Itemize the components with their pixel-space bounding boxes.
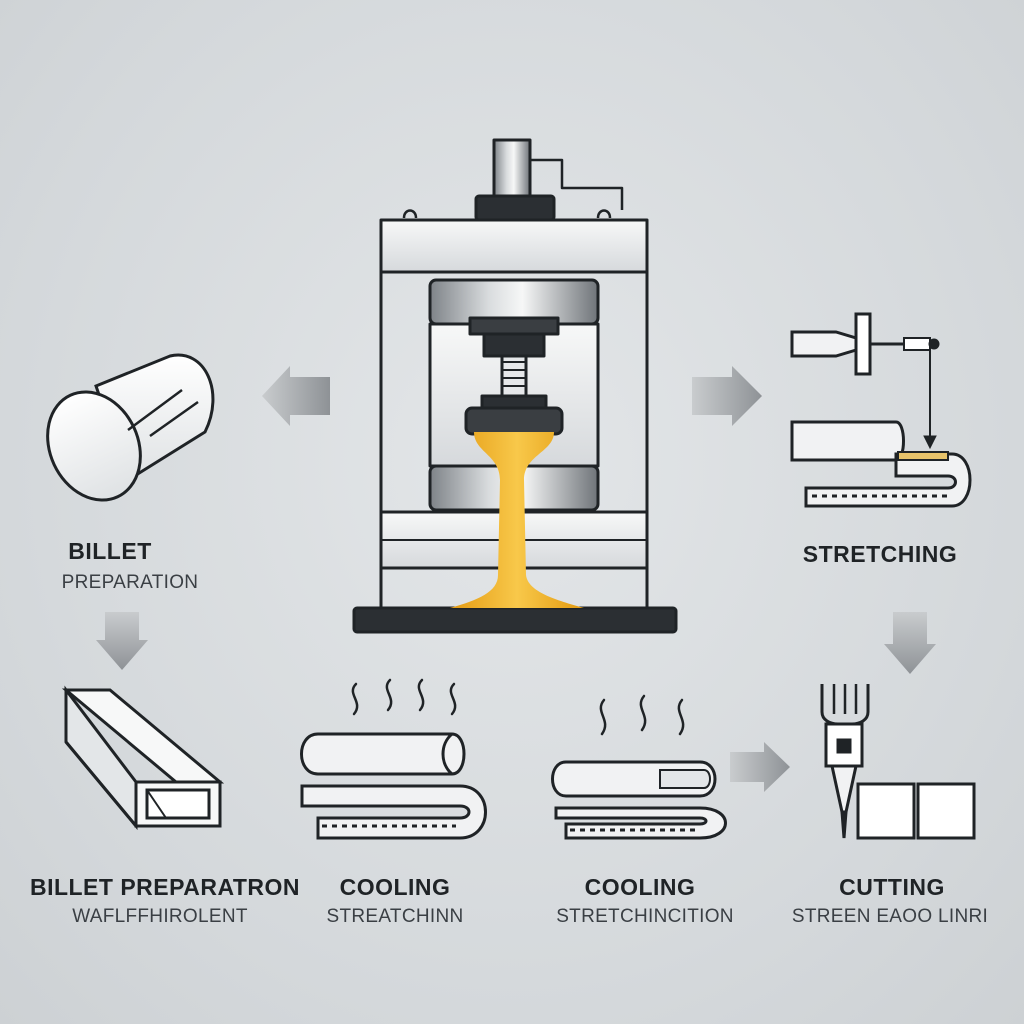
arrow-down-from-billet <box>96 612 148 670</box>
billet-preparation-title: BILLET PREPARATRON <box>29 874 301 900</box>
arrow-down-from-stretching <box>884 612 936 674</box>
billet-preparation-subtitle: WAFLFFHIROLENT <box>72 906 248 927</box>
arrow-right-to-stretching <box>692 366 762 426</box>
cutting-title: CUTTING <box>839 874 945 900</box>
cutting-subtitle: STREEN EAOO LINRI <box>791 906 989 927</box>
cutter-icon <box>820 684 976 840</box>
press-machine-icon <box>352 138 678 634</box>
cooling-title-1: COOLING <box>339 874 451 900</box>
cooling-profile-icon <box>300 732 487 840</box>
billet-cylinder-icon <box>46 353 215 502</box>
stretcher-icon <box>790 312 972 508</box>
arrow-left-from-press <box>262 366 330 426</box>
steam-icon <box>351 678 457 716</box>
cooling-subtitle-1: STREATCHINN <box>326 906 464 927</box>
square-tube-icon <box>61 685 225 831</box>
billet-subtitle: PREPARATION <box>61 572 199 593</box>
cooling-profile-icon-2 <box>551 760 727 840</box>
arrow-right-to-cutting <box>730 742 790 792</box>
billet-title: BILLET <box>68 538 152 564</box>
cooling-subtitle-2: STRETCHINCITION <box>556 906 734 927</box>
stretching-title: STRETCHING <box>802 541 958 567</box>
cooling-title-2: COOLING <box>584 874 696 900</box>
steam-icon-2 <box>599 694 685 736</box>
